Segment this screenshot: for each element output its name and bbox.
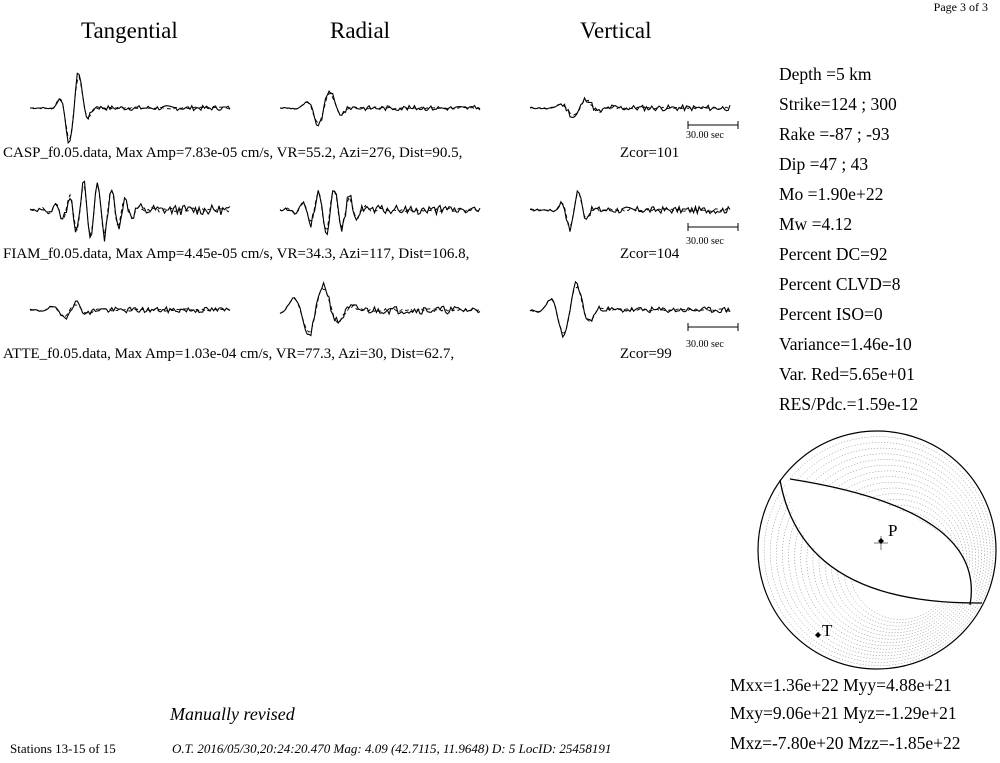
stations-count: Stations 13-15 of 15 (10, 741, 116, 756)
station-row-3: ATTE_f0.05.data, Max Amp=1.03e-04 cm/s, … (3, 346, 454, 363)
origin-info: O.T. 2016/05/30,20:24:20.470 Mag: 4.09 (… (172, 741, 612, 756)
tensor-row-3: Mxz=-7.80e+20 Mzz=-1.85e+22 (730, 733, 961, 753)
time-scale-label: 30.00 sec (686, 236, 724, 247)
param-mo: Mo =1.90e+22 (779, 184, 884, 204)
param-depth: Depth =5 km (779, 64, 872, 84)
observed-trace (279, 190, 481, 236)
station-max-amp: Max Amp=4.45e-05 cm/s, (115, 246, 274, 262)
station-zcor: Zcor=101 (620, 145, 680, 161)
station-file: ATTE_f0.05.data, (3, 346, 111, 362)
synthetic-trace (530, 99, 731, 116)
observed-trace (279, 280, 481, 337)
synthetic-trace (279, 92, 481, 124)
param-var-red: Var. Red=5.65e+01 (779, 364, 915, 384)
observed-trace (529, 280, 731, 339)
param-percent-dc: Percent DC=92 (779, 244, 888, 264)
param-percent-iso: Percent ISO=0 (779, 304, 883, 324)
synthetic-trace (29, 184, 231, 236)
station-file: FIAM_f0.05.data, (3, 246, 112, 262)
page-label: Page 3 of 3 (933, 0, 988, 14)
station-vr: VR=55.2, (276, 145, 336, 161)
station-azi: Azi=30, (337, 346, 387, 362)
t-axis-label: T (822, 621, 833, 640)
time-scale-bar (687, 323, 739, 331)
param-percent-clvd: Percent CLVD=8 (779, 274, 901, 294)
station-dist: Dist=90.5, (398, 145, 463, 161)
station-dist: Dist=62.7, (390, 346, 455, 362)
station-max-amp: Max Amp=7.83e-05 cm/s, (115, 145, 274, 161)
station-vr: VR=77.3, (275, 346, 336, 362)
time-scale-bar (687, 121, 739, 129)
time-scale-bar (687, 223, 739, 231)
time-scale-label: 30.00 sec (686, 339, 724, 350)
observed-trace (29, 72, 231, 145)
observed-trace (279, 89, 481, 127)
manual-revision-note: Manually revised (170, 704, 295, 724)
station-azi: Azi=117, (338, 246, 395, 262)
time-scale-label: 30.00 sec (686, 130, 724, 141)
synthetic-trace (529, 192, 731, 227)
param-variance: Variance=1.46e-10 (779, 334, 912, 354)
tensor-row-2: Mxy=9.06e+21 Myz=-1.29e+21 (730, 703, 957, 723)
tensor-row-1: Mxx=1.36e+22 Myy=4.88e+21 (730, 675, 952, 695)
observed-trace (529, 189, 731, 232)
observed-trace (29, 180, 231, 242)
p-axis-label: P (888, 521, 898, 540)
nodal-plane-2 (789, 478, 972, 606)
station-vr: VR=34.3, (276, 246, 336, 262)
station-dist: Dist=106.8, (398, 246, 470, 262)
param-strike: Strike=124 ; 300 (779, 94, 897, 114)
title-radial: Radial (330, 18, 391, 43)
param-res-pdc: RES/Pdc.=1.59e-12 (779, 394, 919, 414)
focal-mechanism-beachball (757, 430, 997, 670)
synthetic-trace (279, 287, 481, 333)
synthetic-trace (29, 304, 231, 319)
station-file: CASP_f0.05.data, (3, 145, 112, 161)
station-zcor: Zcor=104 (620, 246, 680, 262)
nodal-plane-1 (779, 479, 983, 604)
station-max-amp: Max Amp=1.03e-04 cm/s, (114, 346, 273, 362)
synthetic-trace (529, 286, 730, 334)
p-axis-marker (874, 536, 888, 550)
observed-trace (29, 300, 231, 320)
synthetic-trace (279, 190, 480, 230)
station-row-1: CASP_f0.05.data, Max Amp=7.83e-05 cm/s, … (3, 145, 462, 162)
synthetic-trace (29, 75, 231, 140)
station-azi: Azi=276, (338, 145, 396, 161)
station-row-2: FIAM_f0.05.data, Max Amp=4.45e-05 cm/s, … (3, 246, 469, 263)
t-axis-marker (815, 632, 821, 638)
observed-trace (529, 96, 731, 118)
param-mw: Mw =4.12 (779, 214, 853, 234)
title-tangential: Tangential (81, 18, 178, 43)
param-dip: Dip =47 ; 43 (779, 154, 869, 174)
station-zcor: Zcor=99 (620, 346, 672, 362)
param-rake: Rake =-87 ; -93 (779, 124, 890, 144)
title-vertical: Vertical (580, 18, 652, 43)
